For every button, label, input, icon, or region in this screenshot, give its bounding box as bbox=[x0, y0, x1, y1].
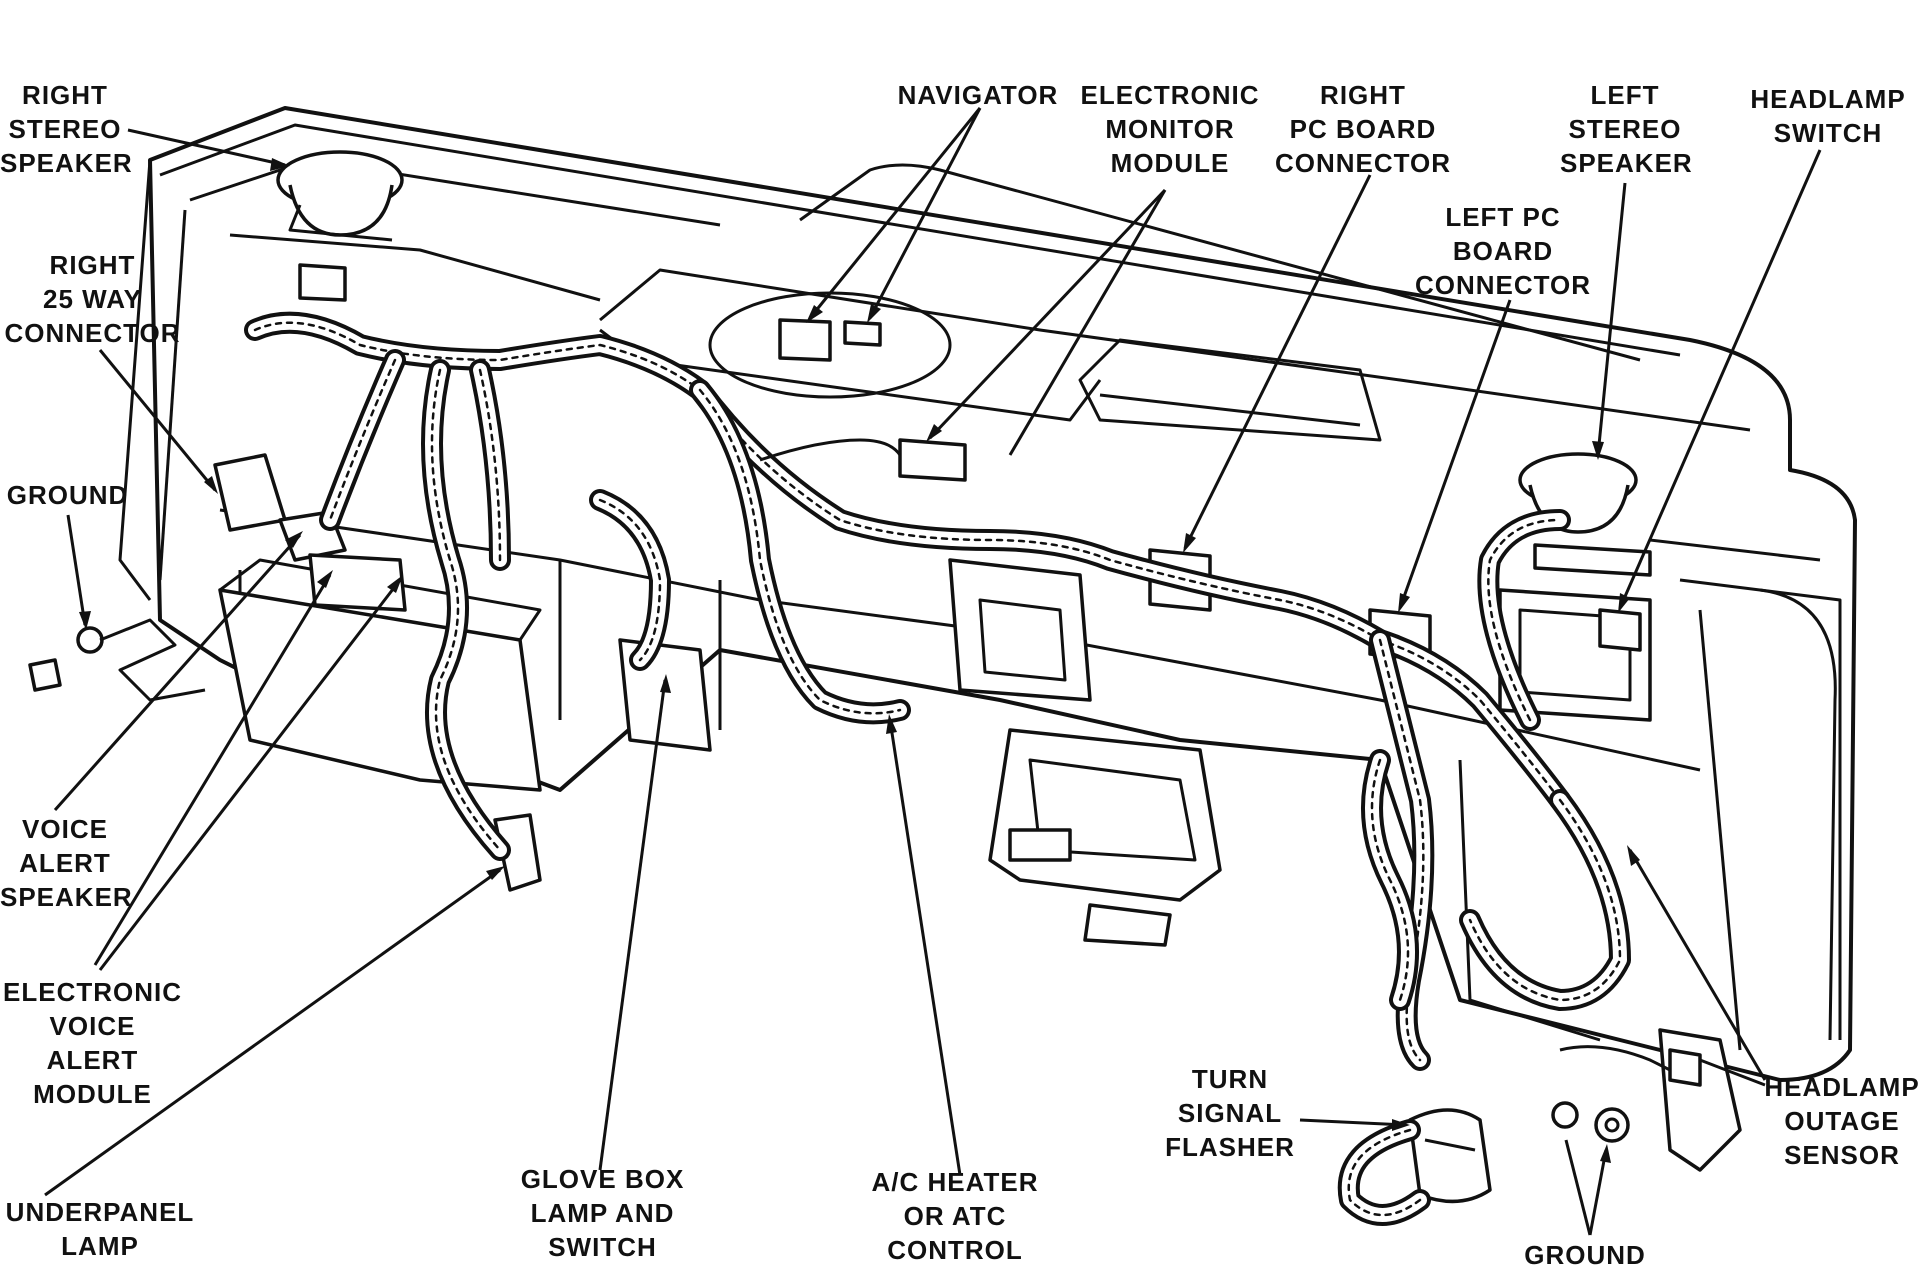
label-left-stereo-speaker: LEFT STEREO SPEAKER bbox=[1560, 80, 1693, 178]
label-electronic-monitor-module: ELECTRONIC MONITOR MODULE bbox=[1080, 80, 1260, 178]
label-left-pc-board-connector: LEFT PC BOARD CONNECTOR bbox=[1414, 202, 1592, 300]
label-headlamp-outage-sensor: HEADLAMP OUTAGE SENSOR bbox=[1764, 1072, 1920, 1170]
label-right-pc-board-connector: RIGHT PC BOARD CONNECTOR bbox=[1274, 80, 1452, 178]
label-ground-right: GROUND bbox=[1524, 1240, 1646, 1270]
label-ac-heater-or-atc-control: A/C HEATER OR ATC CONTROL bbox=[871, 1167, 1039, 1265]
label-turn-signal-flasher: TURN SIGNAL FLASHER bbox=[1165, 1064, 1295, 1162]
label-headlamp-switch: HEADLAMP SWITCH bbox=[1750, 84, 1906, 148]
label-electronic-voice-alert-module: ELECTRONIC VOICE ALERT MODULE bbox=[3, 977, 182, 1109]
right-stereo-speaker-shape bbox=[276, 150, 404, 302]
label-ground-left: GROUND bbox=[6, 480, 129, 510]
label-right-stereo-speaker: RIGHT STEREO SPEAKER bbox=[0, 80, 133, 178]
label-right-25-way-connector: RIGHT 25 WAY CONNECTOR bbox=[4, 250, 181, 348]
wiring-harnesses bbox=[244, 311, 1837, 1226]
label-navigator: NAVIGATOR bbox=[897, 80, 1059, 110]
label-glove-box-lamp-and-switch: GLOVE BOX LAMP AND SWITCH bbox=[520, 1164, 685, 1262]
leader-lines bbox=[44, 107, 1822, 1236]
label-voice-alert-speaker: VOICE ALERT SPEAKER bbox=[0, 814, 133, 912]
label-underpanel-lamp: UNDERPANEL LAMP bbox=[5, 1197, 195, 1261]
